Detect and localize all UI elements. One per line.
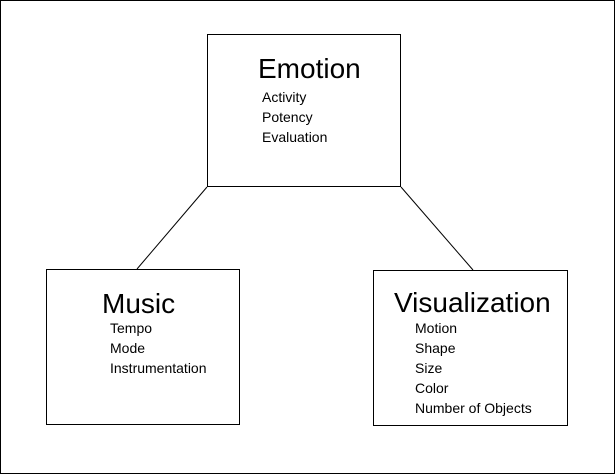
visualization-box: Visualization Motion Shape Size Color Nu… [373,270,568,426]
emotion-box: Emotion Activity Potency Evaluation [207,34,401,187]
emotion-item-evaluation: Evaluation [262,129,328,145]
visualization-item-shape: Shape [415,340,456,356]
music-item-mode: Mode [110,340,146,356]
music-item-tempo: Tempo [110,320,153,336]
visualization-items: Motion Shape Size Color Number of Object… [415,318,532,418]
music-title: Music [102,288,176,319]
connector-emotion-visualization [400,186,474,271]
emotion-items: Activity Potency Evaluation [262,87,327,147]
visualization-item-color: Color [415,380,449,396]
emotion-item-potency: Potency [262,109,313,125]
visualization-item-motion: Motion [415,320,458,336]
visualization-item-size: Size [415,360,443,376]
emotion-title: Emotion [258,53,361,84]
music-box: Music Tempo Mode Instrumentation [46,269,240,425]
music-item-instrumentation: Instrumentation [110,360,207,376]
visualization-item-number-of-objects: Number of Objects [415,400,532,416]
music-items: Tempo Mode Instrumentation [110,318,207,378]
connector-emotion-music [136,186,208,270]
visualization-title: Visualization [394,287,551,318]
emotion-item-activity: Activity [262,89,307,105]
